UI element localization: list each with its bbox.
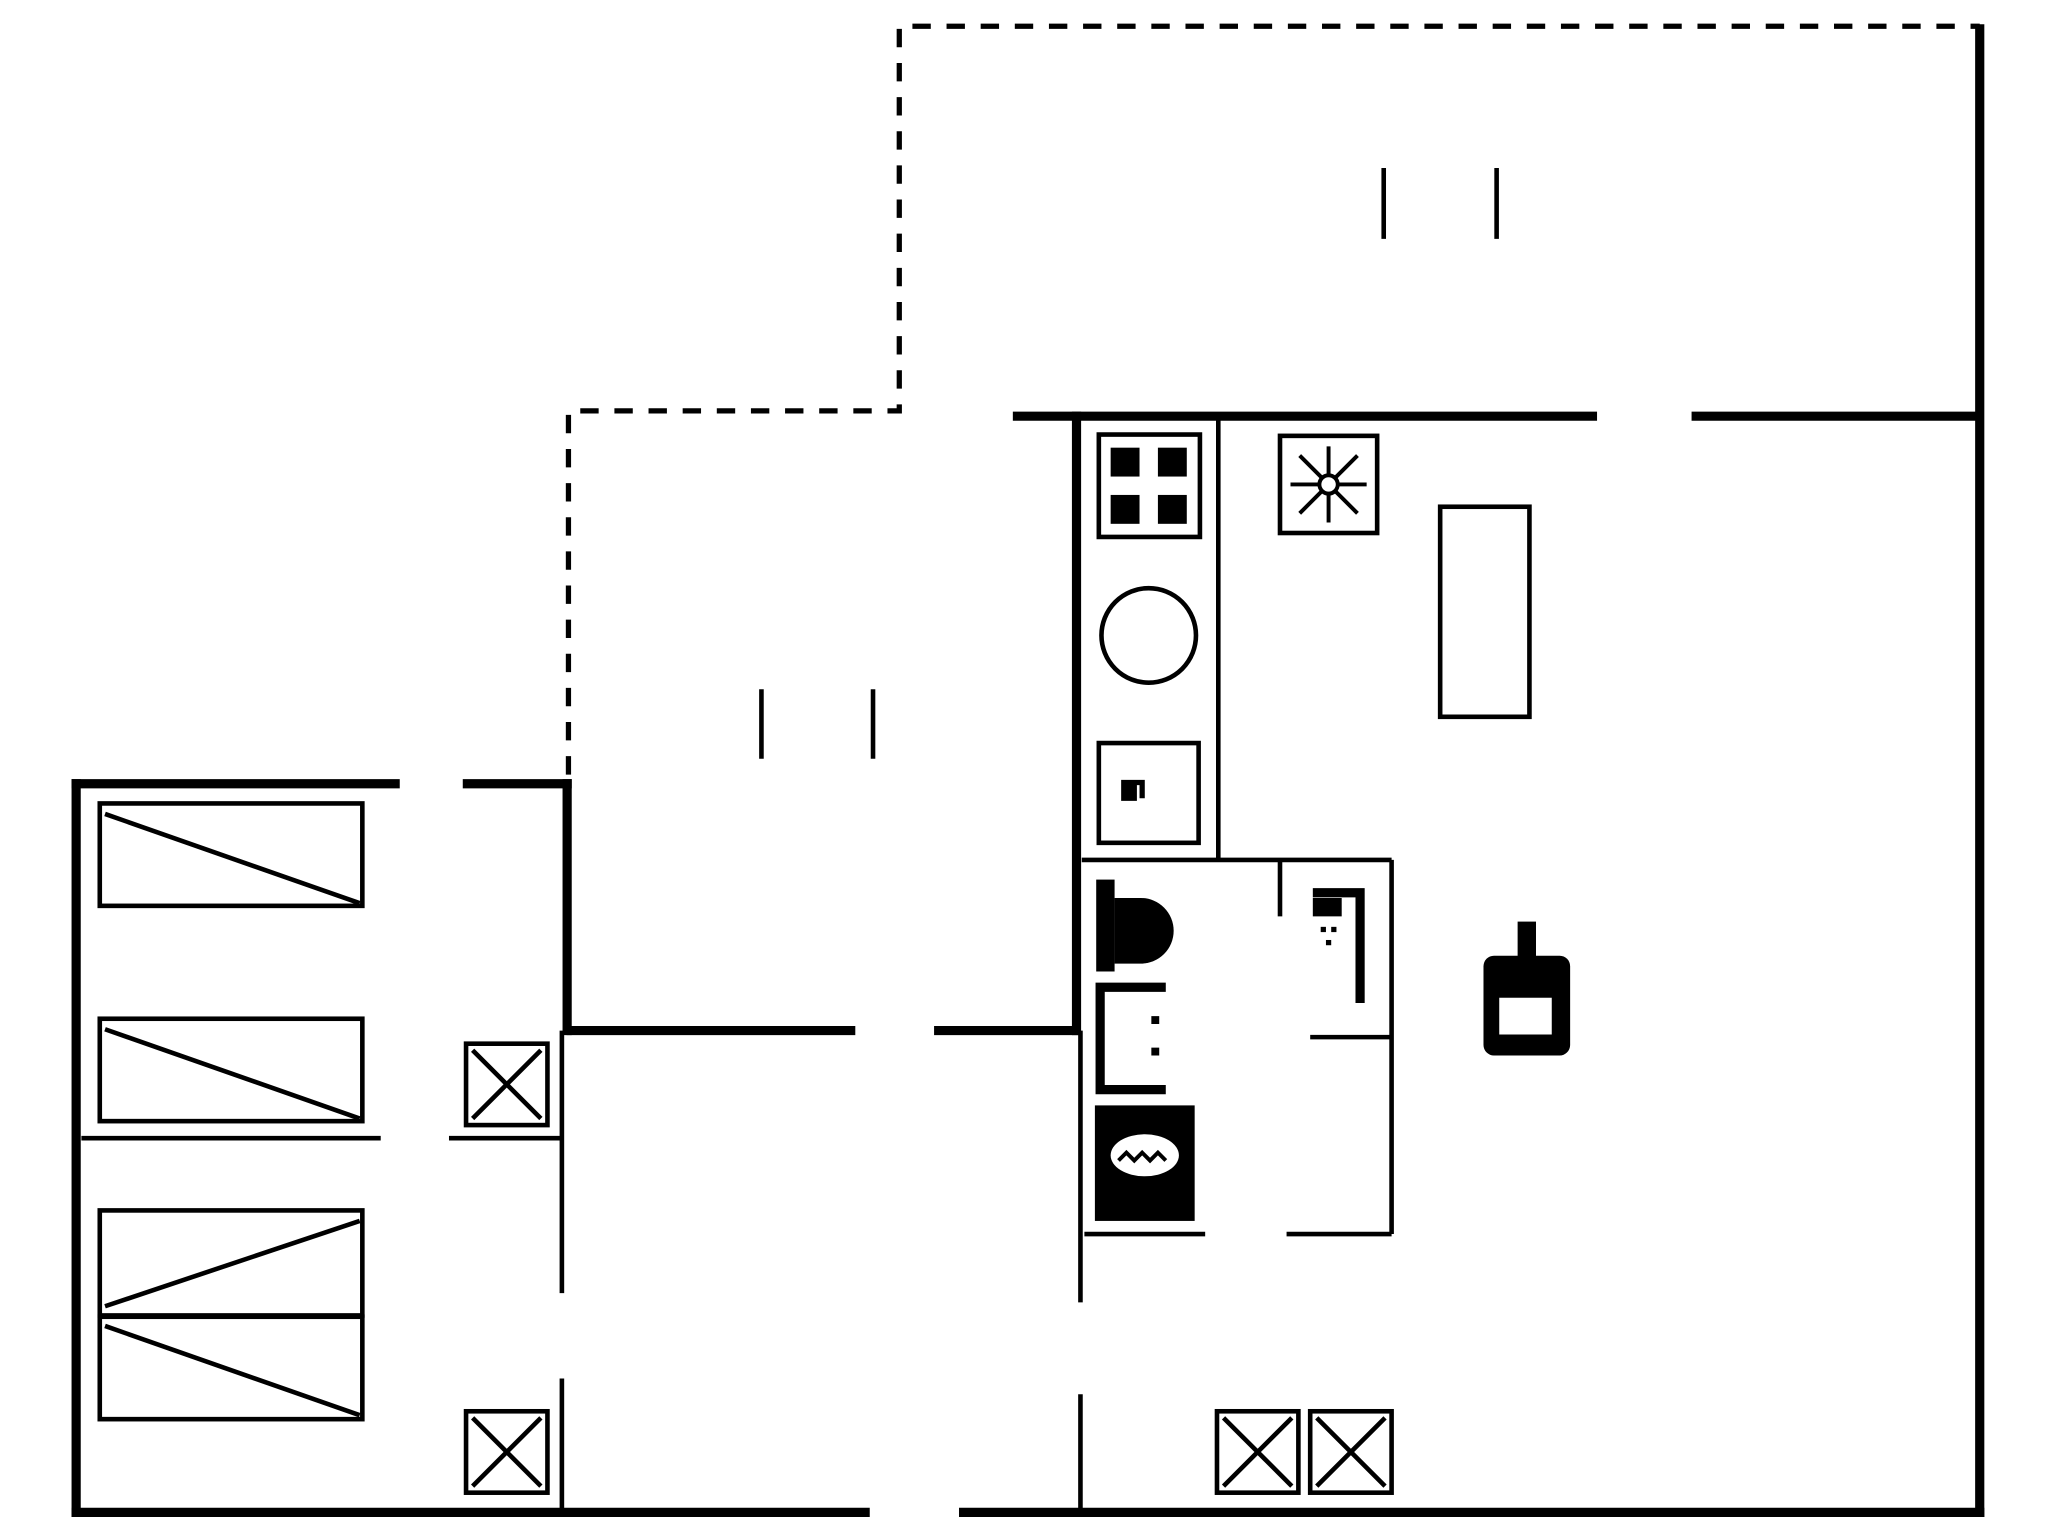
washing-machine-icon	[1094, 1105, 1195, 1221]
terrace-outline	[565, 23, 1980, 775]
sink-icon	[1099, 585, 1199, 685]
toilet-icon	[1096, 879, 1174, 972]
bed-icon	[97, 801, 365, 909]
hob-icon	[1096, 432, 1203, 540]
terrace-markers	[759, 168, 1499, 759]
table-icon	[1437, 504, 1532, 720]
oven-icon	[1096, 740, 1201, 846]
washbasin-icon	[1095, 982, 1166, 1095]
stove-icon	[1483, 921, 1571, 1056]
bed-icon	[97, 1016, 365, 1124]
wardrobe-icon	[1214, 1408, 1301, 1495]
exterior-walls	[71, 24, 1985, 1517]
interior-walls	[81, 420, 1394, 1510]
wardrobe-icon	[463, 1041, 550, 1128]
shower-icon	[1312, 888, 1365, 1003]
fan-icon	[1277, 433, 1380, 536]
wardrobe-icon	[1307, 1408, 1394, 1495]
bunk-bed-icon	[97, 1208, 365, 1422]
wardrobe-icon	[463, 1408, 550, 1495]
